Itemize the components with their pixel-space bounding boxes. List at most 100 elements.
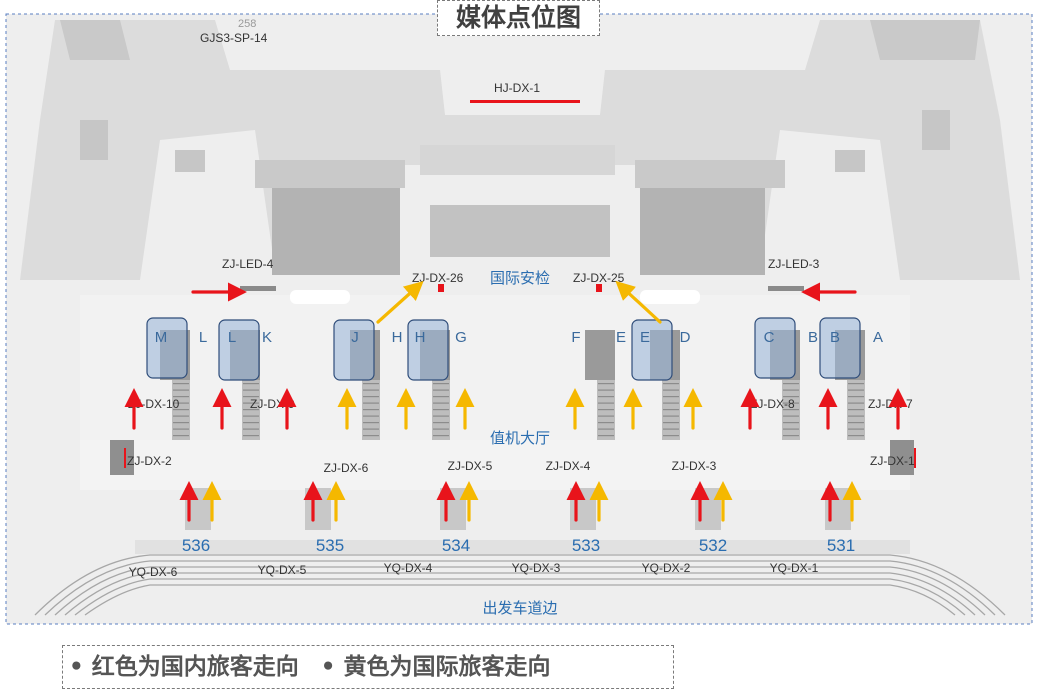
counter-letter-b: B [830,329,840,346]
gate-queue [305,488,331,530]
lane-rail [173,389,189,391]
lane-rail [663,428,679,430]
legend-domestic: • 红色为国内旅客走向 [69,654,299,680]
lane-rail [663,383,679,385]
lane-rail [848,415,864,417]
lane-rail [173,383,189,385]
island-counter-block [585,330,615,380]
lane-rail [663,402,679,404]
highlighted-counter [631,319,673,381]
counter-letter-l: L [228,329,236,346]
gate-number: 536 [182,536,210,555]
lane-rail [243,389,259,391]
lane-rail [433,396,449,398]
lane-rail [783,422,799,424]
front-concourse [80,440,910,490]
lane-rail [598,402,614,404]
counter-letter-j: J [351,329,359,346]
lane-rail [598,428,614,430]
gate-number: 534 [442,536,470,555]
gate-number: 533 [572,536,600,555]
lane-rail [598,415,614,417]
arrows-layer [124,280,908,522]
counter-letter-l: L [199,329,207,346]
lane-rail [243,402,259,404]
media-point-label: YQ-DX-6 [129,565,178,579]
counter-letter-h: H [392,329,403,346]
lane-rail [848,435,864,437]
lane-rail [433,389,449,391]
lane-rail [363,415,379,417]
international-flow-arrow [615,280,662,324]
lane-rail [663,409,679,411]
lane-rail [173,422,189,424]
lane-rail [783,389,799,391]
lane-rail [598,383,614,385]
lane-rail [783,415,799,417]
highlighted-counter [407,319,449,381]
counter-letter-c: C [764,329,775,346]
highlighted-counter [819,317,861,379]
counter-letter-g: G [455,329,467,346]
departure-road [34,554,1006,616]
lane-rail [433,435,449,437]
lane-rail [173,396,189,398]
diagram-title: 媒体点位图 [437,0,600,36]
counter-letter-a: A [873,329,883,346]
media-point-label: YQ-DX-5 [258,563,307,577]
area-checkin-hall: 值机大厅 [490,429,550,447]
lane-rail [243,435,259,437]
lane-rail [783,435,799,437]
media-point-label: ZJ-DX-10 [128,397,180,411]
media-point-label: YQ-DX-1 [770,561,819,575]
lane-rail [663,422,679,424]
media-point-label: ZJ-DX-6 [324,461,369,475]
lane-rail [243,415,259,417]
lane-rail [243,396,259,398]
lane-rail [598,422,614,424]
lane-rail [598,389,614,391]
lane-rail [363,422,379,424]
lane-rail [598,435,614,437]
media-point-label: HJ-DX-1 [494,81,540,95]
counter-letter-h: H [415,329,426,346]
media-point-label: ZJ-DX-8 [750,397,795,411]
curb-strip [135,540,910,554]
lane-rail [173,435,189,437]
counter-letter-b: B [808,329,818,346]
media-point-label: YQ-DX-4 [384,561,433,575]
lane-rail [433,422,449,424]
media-point-label: ZJ-DX-5 [448,459,493,473]
lane-rail [848,402,864,404]
media-point-label: ZJ-DX-7 [868,397,913,411]
lane-rail [363,389,379,391]
lane-rail [363,402,379,404]
area-security-check: 国际安检 [490,269,550,287]
international-flow-arrow [376,281,424,324]
lane-rail [243,422,259,424]
lane-rail [433,409,449,411]
lane-rail [783,402,799,404]
lane-rail [433,415,449,417]
lane-rail [173,409,189,411]
lane-rail [663,415,679,417]
lane-rail [173,402,189,404]
lane-rail [663,389,679,391]
lane-rail [433,383,449,385]
counter-letter-e: E [616,329,626,346]
lane-rail [783,428,799,430]
lane-rail [433,428,449,430]
media-point-label: YQ-DX-3 [512,561,561,575]
lane-rail [363,435,379,437]
counter-letter-k: K [262,329,272,346]
lane-rail [848,396,864,398]
lane-rail [663,396,679,398]
lane-rail [173,428,189,430]
lane-rail [598,409,614,411]
legend-international: • 黄色为国际旅客走向 [320,654,551,680]
media-point-label: ZJ-DX-4 [546,459,591,473]
lane-rail [433,402,449,404]
lane-rail [783,409,799,411]
